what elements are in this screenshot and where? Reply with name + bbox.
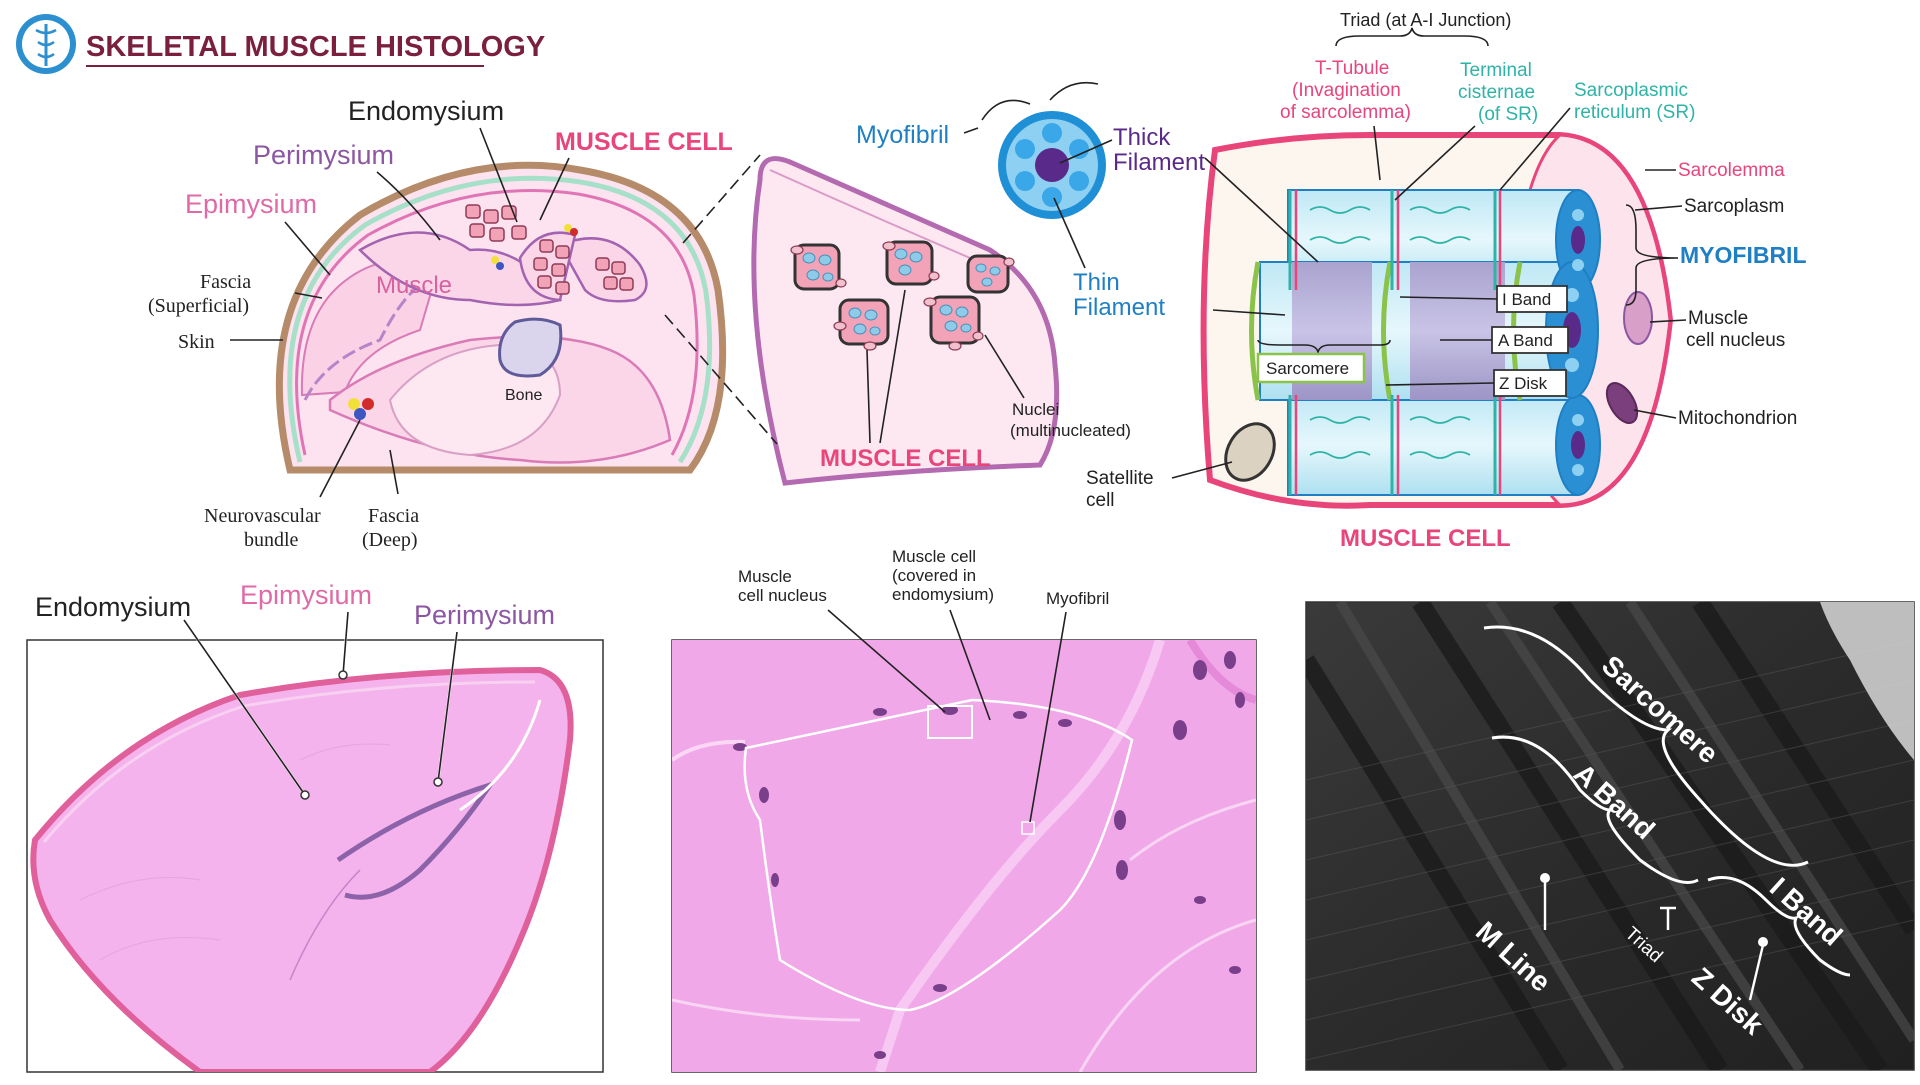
micro2-covered-label-3: endomysium) (892, 585, 994, 604)
micro1-endomysium-label: Endomysium (35, 592, 191, 622)
thick-filament-label-1: Thick (1113, 124, 1171, 151)
muscle-cell-label-3: MUSCLE CELL (1340, 525, 1511, 552)
header: SKELETAL MUSCLE HISTOLOGY (16, 14, 545, 74)
micrograph-high-power: Muscle cell nucleus Muscle cell (covered… (671, 547, 1257, 1073)
terminal-cisternae-label-3: (of SR) (1478, 104, 1538, 125)
nuclei-dots (733, 651, 1245, 1059)
fascia-deep-label-2: (Deep) (362, 529, 418, 551)
thick-filament-label-2: Filament (1113, 149, 1205, 176)
fascia-superficial-label-1: Fascia (200, 271, 251, 293)
sarcomere-label: Sarcomere (1266, 359, 1349, 378)
endomysium-label: Endomysium (348, 96, 504, 126)
micro2-covered-label-1: Muscle cell (892, 547, 976, 566)
mitochondrion-label: Mitochondrion (1678, 408, 1797, 429)
micro2-covered-label-2: (covered in (892, 566, 976, 585)
thin-filament-label-2: Filament (1073, 294, 1165, 321)
i-band-box: I Band (1496, 285, 1568, 313)
satellite-cell-label-1: Satellite (1086, 468, 1154, 489)
t-tubule-label-3: of sarcolemma) (1280, 102, 1411, 123)
micro2-myofibril-label: Myofibril (1046, 589, 1109, 608)
neurovascular-label-1: Neurovascular (204, 505, 321, 527)
triad-label: Triad (at A-I Junction) (1340, 10, 1511, 30)
page-title: SKELETAL MUSCLE HISTOLOGY (86, 31, 545, 63)
mitochondrion-shape (1605, 382, 1639, 424)
z-disk-box: Z Disk (1493, 369, 1567, 397)
nucleus-shape (1623, 291, 1653, 345)
fascia-superficial-label-2: (Superficial) (148, 295, 249, 317)
perimysium-label: Perimysium (253, 140, 394, 170)
a-band-box: A Band (1491, 326, 1569, 354)
muscle-nucleus-label-1: Muscle (1688, 308, 1748, 329)
z-disk-label: Z Disk (1499, 374, 1548, 393)
muscle-label: Muscle (376, 272, 452, 299)
terminal-cisternae-label-2: cisternae (1458, 82, 1535, 103)
sr-label-1: Sarcoplasmic (1574, 80, 1688, 101)
neurovascular-label-2: bundle (244, 529, 299, 551)
nuclei-label-2: (multinucleated) (1010, 421, 1131, 440)
terminal-cisternae-label-1: Terminal (1460, 60, 1532, 81)
neurovascular-bundle-icon (348, 224, 578, 420)
muscle-cell-label-1: MUSCLE CELL (555, 128, 733, 156)
caduceus-icon (16, 14, 76, 74)
skin-label: Skin (178, 331, 215, 353)
muscle-nucleus-label-2: cell nucleus (1686, 330, 1785, 351)
t-tubule-label-2: (Invagination (1292, 80, 1401, 101)
em-z-disk-pointer (1748, 944, 1765, 1001)
epimysium-label: Epimysium (185, 189, 317, 219)
muscle-cell-label-2: MUSCLE CELL (820, 445, 991, 472)
t-tubule-label-1: T-Tubule (1315, 58, 1389, 79)
bone-shape (498, 317, 563, 378)
triad-brace (1335, 27, 1489, 47)
micro1-perimysium-label: Perimysium (414, 600, 555, 630)
muscle-cross-section-diagram: Bone Endomysium Perimysium Epimysium MUS… (148, 96, 733, 551)
em-triad-marker (1660, 906, 1676, 930)
fascicle-detail-diagram: Myofibril Thick Filament Thin Filament N… (664, 81, 1205, 486)
micro2-nucleus-label-1: Muscle (738, 567, 792, 586)
micro1-epimysium-label: Epimysium (240, 580, 372, 610)
sr-label-2: reticulum (SR) (1574, 102, 1695, 123)
myofibril-label: Myofibril (856, 121, 949, 149)
fiber-bundle-cells (465, 204, 634, 295)
i-band-label: I Band (1502, 290, 1551, 309)
bone-label: Bone (505, 387, 542, 404)
nuclei-label-1: Nuclei (1012, 400, 1059, 419)
thin-filament-label-1: Thin (1073, 269, 1120, 296)
satellite-cell-shape (1224, 422, 1276, 482)
satellite-cell-label-2: cell (1086, 490, 1115, 511)
sarcolemma-label: Sarcolemma (1678, 160, 1785, 181)
muscle-cell-diagram: Triad (at A-I Junction) T-Tubule (Invagi… (1086, 10, 1807, 552)
sarcomere-box: Sarcomere (1256, 352, 1366, 384)
micrograph-low-power: Endomysium Epimysium Perimysium (26, 580, 604, 1073)
em-braces (1483, 625, 1851, 977)
myofibril-caps-label: MYOFIBRIL (1680, 242, 1807, 268)
a-band-label: A Band (1498, 331, 1553, 350)
electron-micrograph: Sarcomere A Band I Band M Line Triad Z D… (1305, 601, 1915, 1071)
micro2-nucleus-label-2: cell nucleus (738, 586, 827, 605)
fascia-deep-label-1: Fascia (368, 505, 419, 527)
myofibril-cross-section-icon (981, 81, 1106, 219)
sarcoplasm-label: Sarcoplasm (1684, 196, 1784, 217)
fascicle-muscle-cells (790, 240, 1015, 351)
